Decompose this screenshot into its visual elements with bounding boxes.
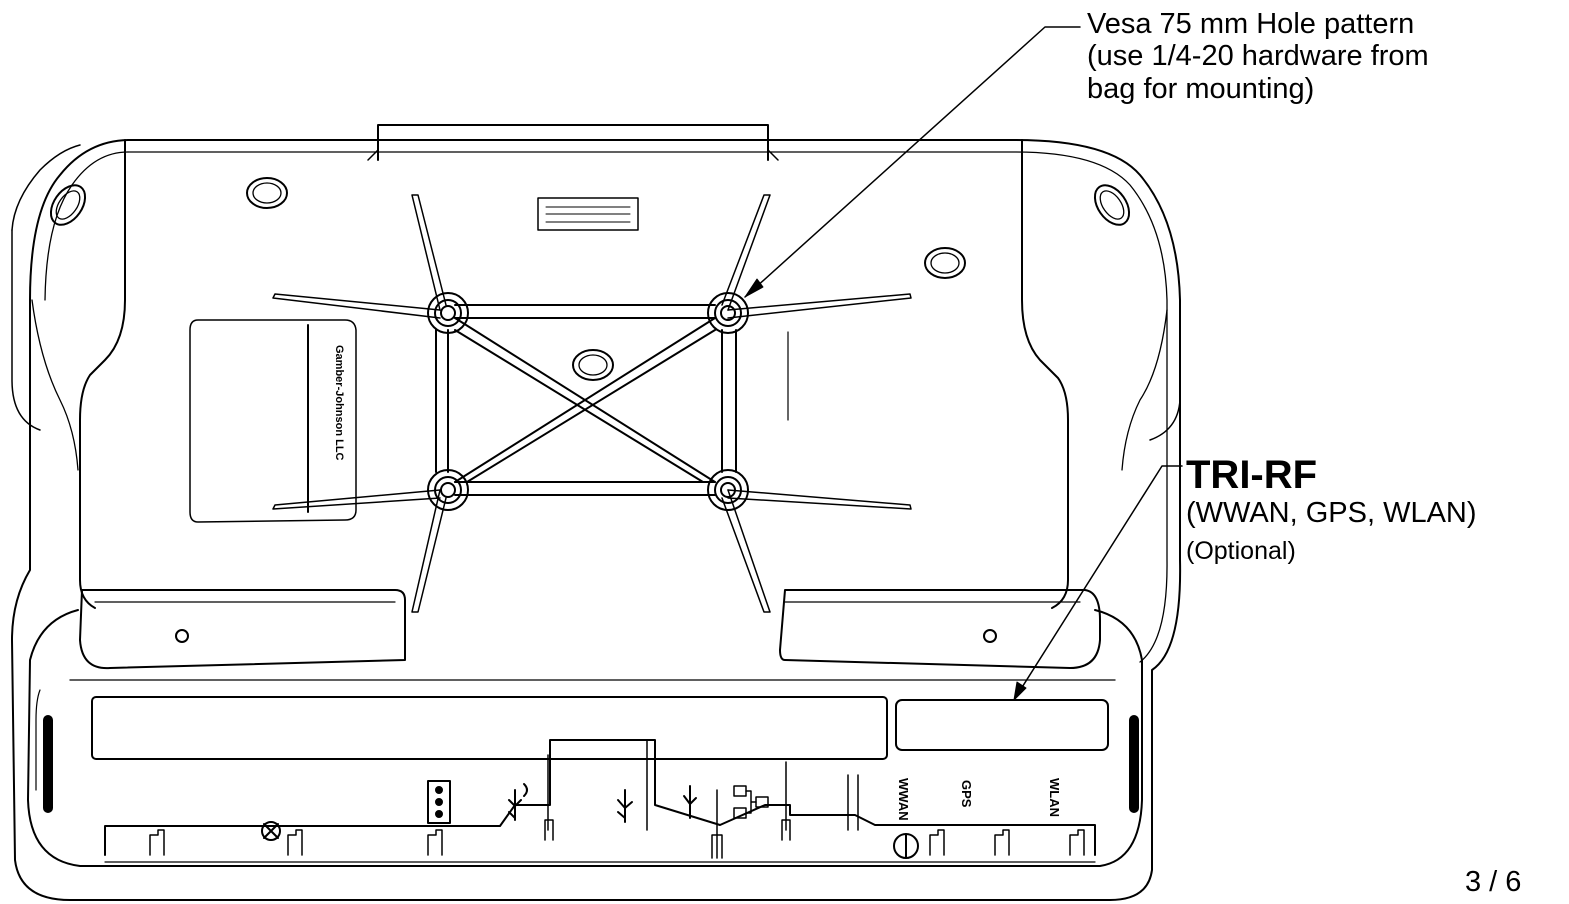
right-grip [1021,139,1069,609]
trirf-optional: (Optional) [1186,537,1296,566]
trirf-leader-arrow [1013,681,1027,701]
right-corner-slot [1093,184,1131,226]
long-recess [91,696,888,760]
trirf-title: TRI-RF [1186,453,1318,497]
vesa-callout-line2: (use 1/4-20 hardware from [1087,40,1429,73]
gps-port-label: GPS [959,780,974,808]
vesa-leader-arrow [744,278,764,298]
trirf-leader-line [1013,465,1183,701]
label-plate-company: Gamber-Johnson LLC [333,345,345,461]
trirf-subtitle: (WWAN, GPS, WLAN) [1186,497,1477,529]
vesa-holes [427,292,749,511]
vesa-callout-line3: bag for mounting) [1087,72,1315,105]
wlan-port-label: WLAN [1047,778,1062,817]
tri-rf-recess [895,699,1109,751]
vesa-callout: Vesa 75 mm Hole pattern (use 1/4-20 hard… [1087,8,1429,105]
usb-ss-icon-2 [683,785,697,819]
left-bumper-block [79,589,406,670]
page-number: 3 / 6 [1465,866,1522,898]
right-side-slot [1129,715,1139,813]
usb-ss-icon [508,783,528,821]
boss-holes [246,177,966,381]
usb-icon [617,789,633,823]
lower-housing [27,609,1143,867]
port-bay [104,739,1096,856]
left-side-slot [43,715,53,813]
trirf-callout: TRI-RF (WWAN, GPS, WLAN) (Optional) [1186,455,1477,565]
vesa-callout-line1: Vesa 75 mm Hole pattern [1087,8,1415,40]
vesa-frame [435,304,737,496]
left-corner-slot [49,184,87,226]
left-grip [79,139,126,609]
wwan-port-label: WWAN [896,778,911,821]
antenna-connector-icon [893,833,919,859]
device-body-outline [11,139,1182,901]
sticker-top [537,197,639,231]
top-tab [377,124,769,161]
ethernet-icon [733,785,769,819]
power-icon [261,821,281,841]
vesa-leader-line [744,26,1081,298]
clip-pins [149,819,1085,859]
vesa-ribs [272,194,912,613]
serial-port-icon [427,780,451,824]
label-plate [189,319,357,523]
right-bumper-block [779,589,1101,669]
